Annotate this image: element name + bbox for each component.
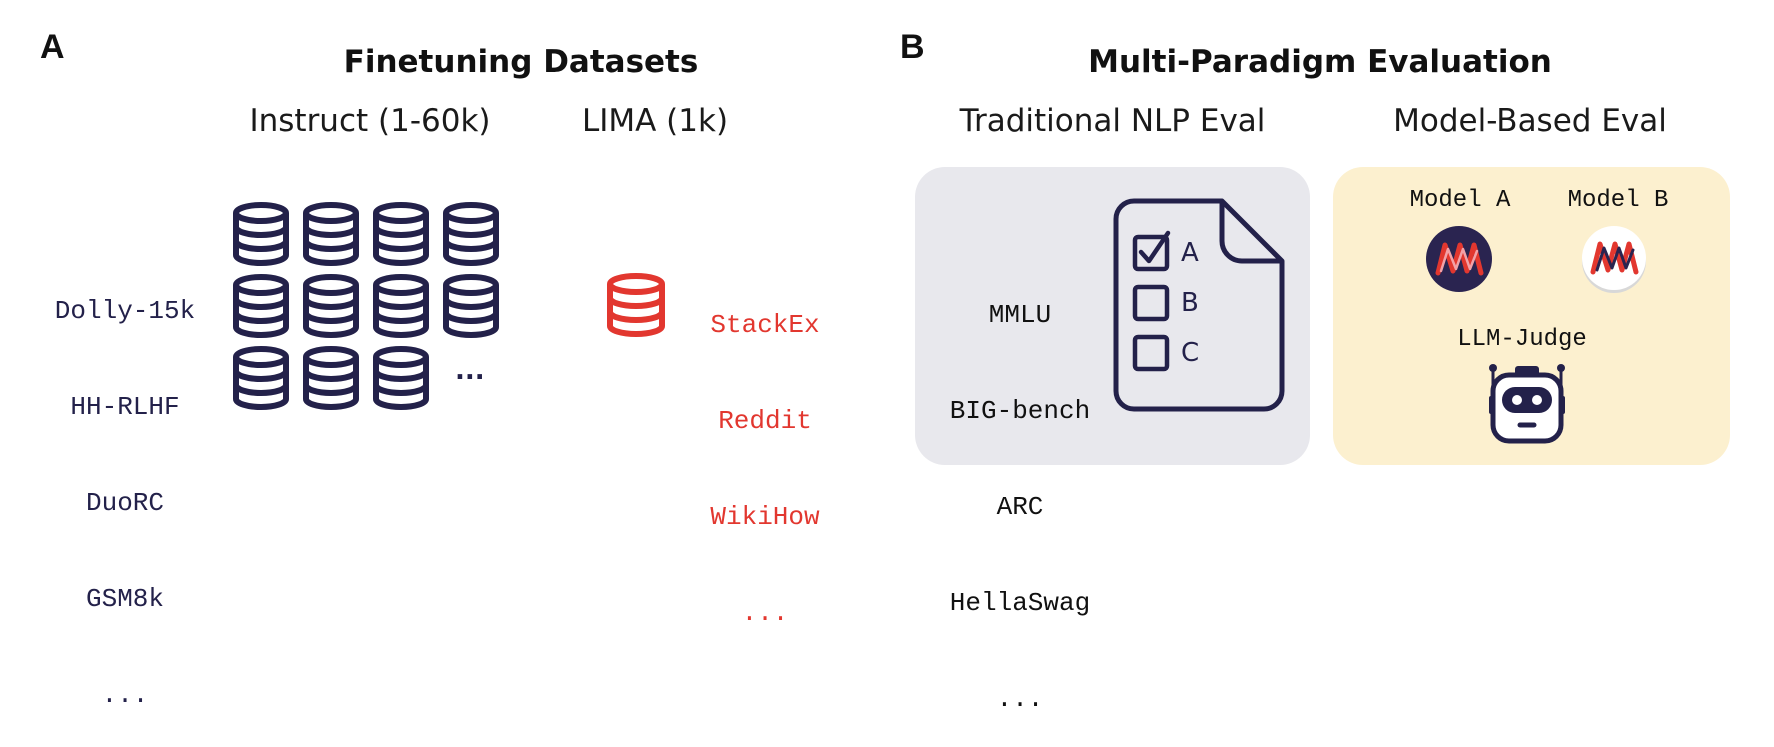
- database-icon: [236, 277, 286, 335]
- benchmark-name: BIG-bench: [949, 396, 1091, 426]
- option-label: B: [1181, 288, 1199, 318]
- benchmark-list: MMLU BIG-bench ARC HellaSwag ...: [930, 235, 1110, 747]
- dataset-name: HH-RLHF: [70, 392, 180, 422]
- benchmark-name: ARC: [996, 492, 1044, 522]
- lima-dataset-list: StackEx Reddit WikiHow ...: [680, 245, 850, 661]
- database-icon: [446, 277, 496, 335]
- panel-b-title: Multi-Paradigm Evaluation: [1088, 44, 1552, 80]
- database-icon: [376, 277, 426, 335]
- instruct-heading: Instruct (1-60k): [249, 103, 491, 139]
- dataset-name: ...: [741, 598, 789, 628]
- model-based-heading: Model-Based Eval: [1393, 103, 1667, 139]
- dataset-name: StackEx: [710, 310, 820, 340]
- robot-judge-icon: [1489, 364, 1565, 444]
- model-a-logo-icon: [1426, 226, 1492, 292]
- panel-a-label: A: [40, 28, 65, 66]
- database-icon: [306, 205, 356, 263]
- instruct-more-ellipsis: ...: [455, 356, 485, 386]
- dataset-name: Dolly-15k: [54, 296, 196, 326]
- checkbox-checked: [1132, 234, 1170, 272]
- panel-a-title: Finetuning Datasets: [343, 44, 699, 80]
- llm-judge-label: LLM-Judge: [1457, 326, 1587, 353]
- instruct-dataset-list: Dolly-15k HH-RLHF DuoRC GSM8k ...: [30, 231, 220, 743]
- benchmark-name: HellaSwag: [949, 588, 1091, 618]
- database-icon: [376, 349, 426, 407]
- dataset-name: DuoRC: [85, 488, 164, 518]
- model-b-label: Model B: [1567, 187, 1669, 214]
- database-icon: [306, 349, 356, 407]
- lima-database-icon: [607, 273, 665, 337]
- dataset-name: Reddit: [718, 406, 812, 436]
- option-label: C: [1181, 338, 1200, 368]
- checkbox: [1132, 334, 1170, 372]
- dataset-name: GSM8k: [85, 584, 164, 614]
- dataset-name: WikiHow: [710, 502, 820, 532]
- lima-heading: LIMA (1k): [581, 103, 729, 139]
- panel-b-label: B: [900, 28, 925, 66]
- multiple-choice-document-icon: [1113, 198, 1285, 412]
- checkmark-icon: [1138, 230, 1171, 264]
- benchmark-name: ...: [996, 684, 1044, 714]
- option-label: A: [1181, 238, 1199, 268]
- model-a-label: Model A: [1409, 187, 1511, 214]
- traditional-heading: Traditional NLP Eval: [959, 103, 1266, 139]
- database-icon: [376, 205, 426, 263]
- database-icon: [306, 277, 356, 335]
- model-b-logo-icon: [1582, 226, 1646, 293]
- benchmark-name: MMLU: [988, 300, 1052, 330]
- database-icon: [236, 349, 286, 407]
- checkbox: [1132, 284, 1170, 322]
- dataset-name: ...: [101, 680, 149, 710]
- traditional-eval-card: [915, 167, 1310, 465]
- database-icon: [236, 205, 286, 263]
- database-icon: [446, 205, 496, 263]
